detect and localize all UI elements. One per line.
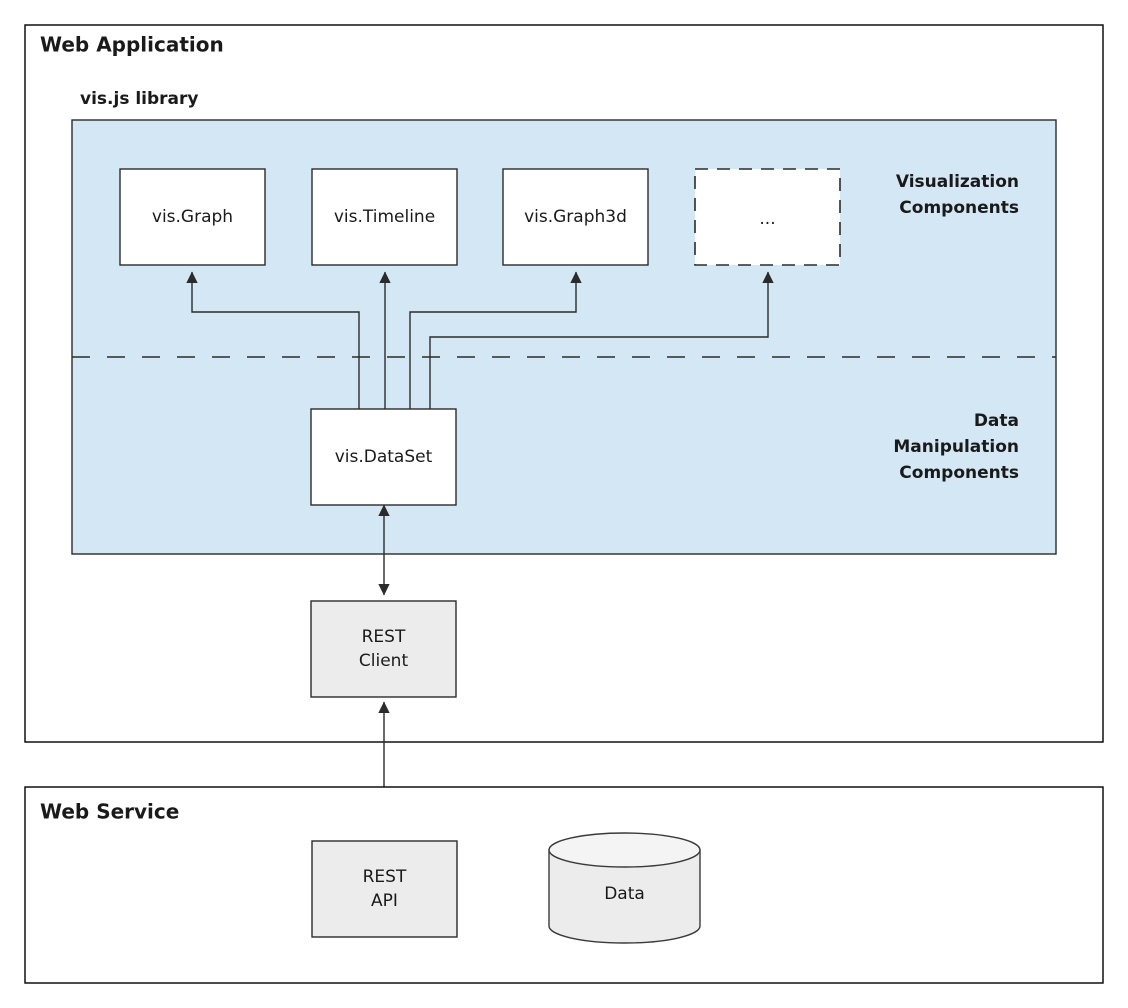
vis-graph3d-box[interactable] — [502, 168, 649, 266]
visualization-components-label: Visualization Components — [896, 172, 1019, 218]
visualization-components-label-line-2: Components — [899, 198, 1019, 218]
node-rest-api[interactable]: REST API — [311, 840, 458, 938]
rest-client-label-line-2: Client — [359, 651, 409, 671]
edge-dataset-to-more-components — [429, 271, 774, 409]
data-store-label: Data — [604, 884, 645, 904]
rest-api-label-line-2: API — [371, 891, 398, 911]
vis-timeline-label: vis.Timeline — [334, 207, 435, 227]
web-application-title: Web Application — [40, 33, 224, 57]
data-store-cylinder-body[interactable] — [548, 849, 701, 944]
rest-client-label-line-1: REST — [362, 627, 406, 647]
edge-dataset-to-vis-graph3d — [409, 271, 582, 409]
vis-dataset-box[interactable] — [310, 408, 457, 506]
node-rest-client[interactable]: REST Client — [310, 600, 457, 698]
node-data-store[interactable]: Data — [548, 832, 701, 944]
vis-js-library-group: vis.js library Visualization Components … — [71, 89, 1057, 555]
vis-timeline-box[interactable] — [311, 168, 458, 266]
rest-client-box[interactable] — [310, 600, 457, 698]
rest-api-box[interactable] — [311, 840, 458, 938]
node-vis-graph[interactable]: vis.Graph — [119, 168, 266, 266]
more-components-label: ... — [759, 209, 775, 229]
web-service-title: Web Service — [40, 800, 179, 824]
vis-graph3d-label: vis.Graph3d — [524, 207, 627, 227]
vis-graph-label: vis.Graph — [152, 207, 233, 227]
data-manipulation-components-label: Data Manipulation Components — [893, 411, 1019, 483]
node-vis-graph3d[interactable]: vis.Graph3d — [502, 168, 649, 266]
edges-layer — [186, 271, 774, 894]
vis-graph-box[interactable] — [119, 168, 266, 266]
node-vis-timeline[interactable]: vis.Timeline — [311, 168, 458, 266]
node-vis-dataset[interactable]: vis.DataSet — [310, 408, 457, 506]
vis-js-library-title: vis.js library — [80, 89, 199, 109]
node-more-components[interactable]: ... — [694, 168, 841, 266]
edge-dataset-to-vis-graph — [186, 271, 360, 409]
data-manipulation-label-line-3: Components — [899, 463, 1019, 483]
data-manipulation-label-line-2: Manipulation — [893, 437, 1019, 457]
visualization-components-label-line-1: Visualization — [896, 172, 1019, 192]
more-components-box[interactable] — [694, 168, 841, 266]
data-manipulation-label-line-1: Data — [974, 411, 1019, 431]
data-store-cylinder-top — [548, 832, 701, 868]
vis-dataset-label: vis.DataSet — [335, 447, 433, 467]
rest-api-label-line-1: REST — [363, 867, 407, 887]
